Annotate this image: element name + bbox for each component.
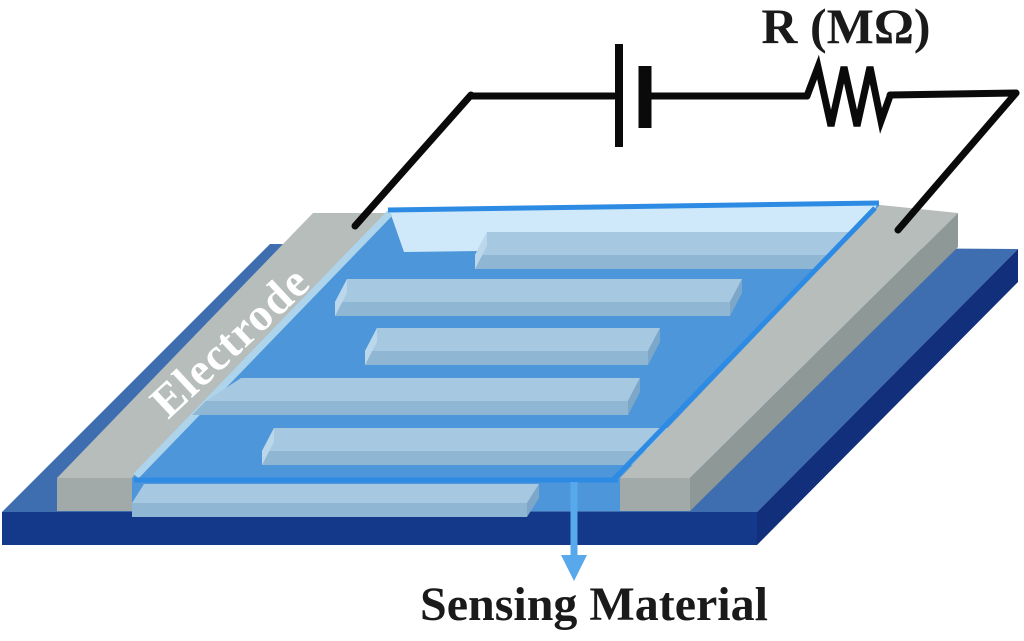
right-electrode-side-face — [690, 213, 958, 511]
left-electrode-top-face — [57, 213, 388, 478]
finger-end-cap — [527, 484, 539, 517]
finger-end-cap — [730, 279, 742, 316]
finger-end-cap — [648, 328, 660, 365]
sensing-left-edge-highlight — [133, 210, 393, 479]
finger-end-cap — [475, 232, 487, 269]
finger-front-face — [192, 401, 628, 415]
substrate-front-face — [2, 512, 757, 545]
finger-front-face — [335, 302, 730, 316]
finger-front-face — [262, 451, 646, 465]
battery-icon — [615, 44, 652, 147]
finger-bar-4 — [192, 378, 640, 415]
finger-end-cap — [628, 378, 640, 415]
arrow-head — [561, 555, 587, 581]
left-electrode — [57, 213, 388, 511]
sensing-back-edge-highlight — [387, 200, 880, 213]
finger-end-cap — [262, 428, 274, 465]
right-electrode-front-face — [620, 478, 690, 511]
finger-front-face — [365, 351, 648, 365]
substrate-side-face — [757, 249, 1018, 545]
wire-right-diagonal — [894, 89, 1020, 234]
resistor-label: R (MΩ) — [761, 0, 930, 54]
finger-top-face — [365, 328, 660, 351]
sensing-material-label: Sensing Material — [420, 578, 768, 631]
finger-top-face — [132, 484, 539, 503]
finger-bar-6 — [132, 484, 539, 517]
sensing-fingers — [132, 232, 854, 517]
finger-front-face — [475, 255, 832, 269]
arrow-down-icon — [561, 482, 587, 581]
left-electrode-front-face — [57, 478, 132, 511]
finger-bar-1 — [475, 232, 854, 269]
finger-end-cap — [365, 328, 377, 365]
circuit — [351, 44, 1020, 234]
finger-top-face — [206, 378, 640, 401]
finger-bar-2 — [335, 279, 742, 316]
sensing-right-edge-highlight — [611, 206, 877, 482]
right-electrode-top-face — [620, 205, 958, 478]
wire-right-horizontal — [886, 89, 1020, 99]
finger-top-face — [335, 279, 742, 302]
finger-bar-3 — [365, 328, 660, 365]
finger-top-face — [475, 232, 854, 255]
resistor-icon — [803, 54, 894, 134]
finger-front-face — [132, 503, 527, 517]
finger-end-cap — [335, 279, 347, 316]
resistor-zigzag — [803, 54, 894, 134]
finger-top-face — [262, 428, 668, 451]
right-electrode — [620, 205, 958, 511]
finger-bar-5 — [262, 428, 668, 465]
wire-left-diagonal — [351, 91, 475, 230]
